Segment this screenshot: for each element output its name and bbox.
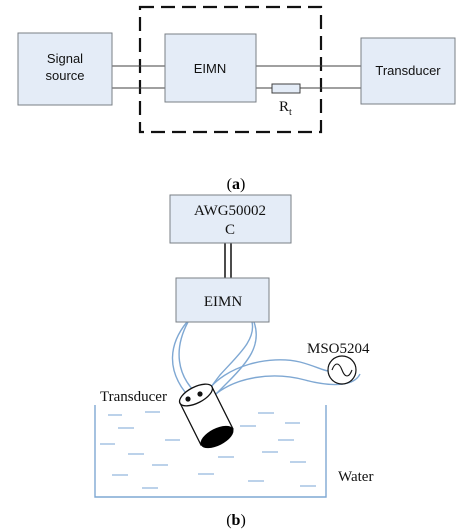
water-tank [94, 405, 327, 498]
caption-b: (b) [226, 512, 246, 529]
panel-a-wires [112, 65, 361, 89]
eimn-label-a: EIMN [194, 61, 227, 76]
resistor-label: Rt [279, 99, 292, 118]
caption-a: (a) [227, 176, 246, 193]
eimn-box-b [175, 277, 270, 323]
resistor [271, 83, 301, 94]
oscilloscope-label: MSO5204 [307, 341, 370, 357]
signal-source-label-line1: Signal [47, 51, 83, 66]
oscilloscope-icon [327, 355, 357, 385]
signal-source-label-line2: source [45, 68, 84, 83]
water-label: Water [338, 469, 373, 485]
water-ripples [100, 411, 316, 489]
eimn-label-b: EIMN [204, 294, 242, 310]
dashed-enclosure [138, 5, 323, 134]
eimn-box-a [164, 33, 257, 103]
transducer-label-a: Transducer [375, 63, 441, 78]
transducer-box-a [360, 37, 456, 105]
panel-b: AWG50002 C EIMN MSO5204 Transducer Water… [94, 194, 373, 529]
transducer-device [178, 383, 234, 449]
awg-label-line1: AWG50002 [194, 203, 266, 219]
transducer-label-b: Transducer [100, 389, 167, 405]
awg-eimn-link [224, 243, 232, 278]
awg-box [169, 194, 292, 244]
awg-label-line2: C [225, 222, 235, 238]
panel-a: Signal source EIMN Rt Transducer (a) [17, 5, 456, 193]
signal-source-box [17, 32, 113, 106]
